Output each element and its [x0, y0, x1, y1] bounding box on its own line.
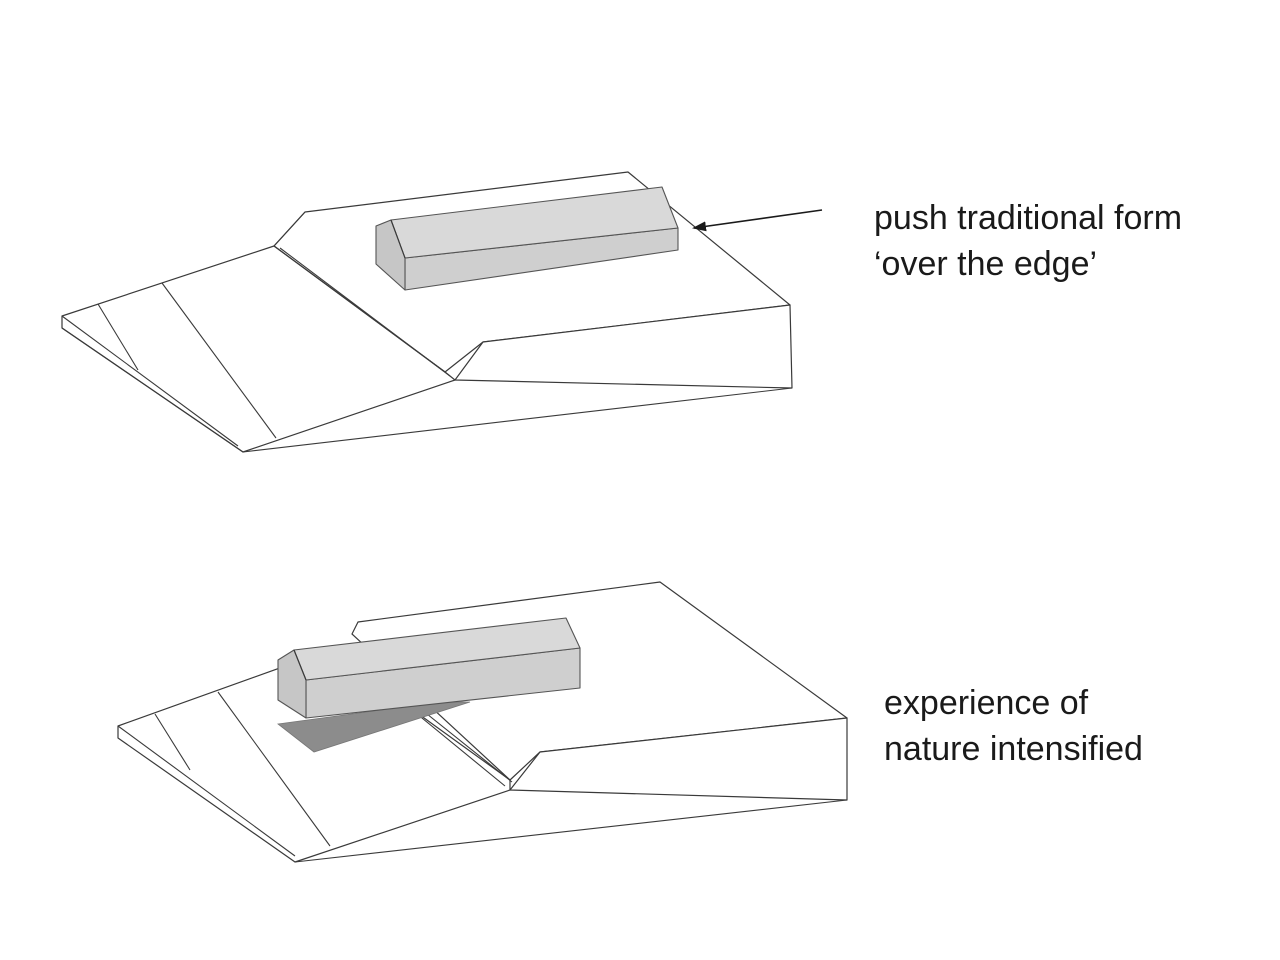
annotation-bottom-line-2: nature intensified [884, 730, 1143, 768]
annotation-bottom: experience of nature intensified [884, 680, 1143, 772]
top-terrain [61, 171, 793, 453]
annotation-top-line-2: ‘over the edge’ [874, 245, 1098, 283]
bottom-building-volume [277, 617, 581, 719]
annotation-top: push traditional form ‘over the edge’ [874, 195, 1182, 287]
top-building-volume [375, 186, 679, 291]
annotation-top-line-1: push traditional form [874, 199, 1183, 237]
top-arrow [692, 209, 823, 232]
annotation-bottom-line-1: experience of [884, 684, 1089, 722]
bottom-terrain [117, 581, 848, 863]
